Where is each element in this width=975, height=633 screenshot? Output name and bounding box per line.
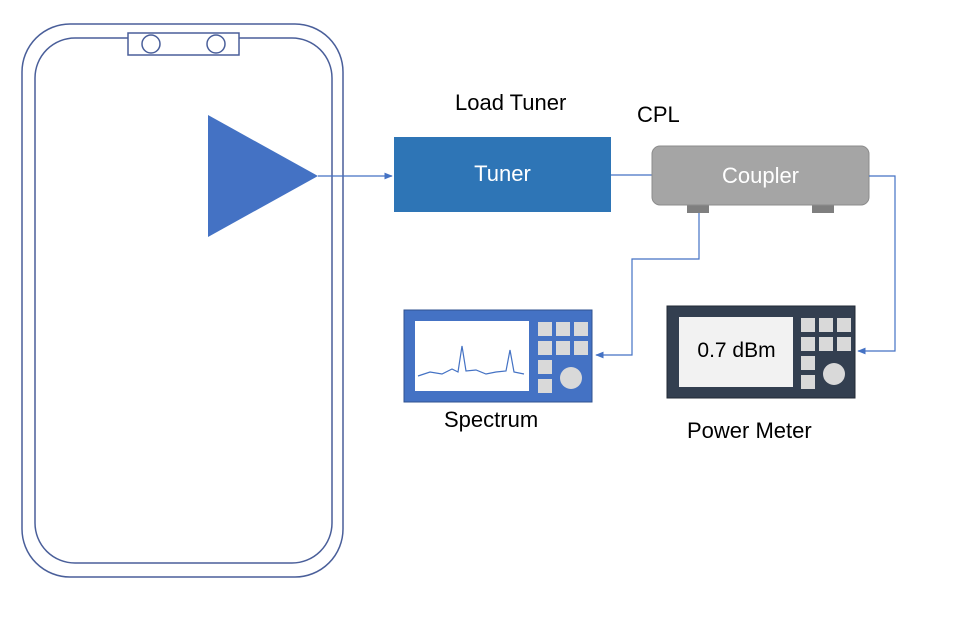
power-meter-key xyxy=(801,337,815,351)
spectrum-key xyxy=(538,322,552,336)
power-meter-key xyxy=(801,318,815,332)
phone-camera-right xyxy=(206,34,226,54)
power-meter-icon xyxy=(666,305,856,399)
wire-coupler-to-power-meter xyxy=(857,175,896,355)
power-meter-label: Power Meter xyxy=(687,418,812,443)
power-meter-key xyxy=(819,337,833,351)
power-meter-key xyxy=(801,375,815,389)
spectrum-key xyxy=(538,360,552,374)
tuner-box xyxy=(394,137,611,212)
spectrum-knob xyxy=(560,367,582,389)
phone-notch xyxy=(127,32,240,56)
phone-camera-left xyxy=(141,34,161,54)
tuner-label: Tuner xyxy=(474,161,531,186)
spectrum-screen xyxy=(415,321,529,391)
power-meter-knob xyxy=(823,363,845,385)
phone xyxy=(21,23,344,578)
spectrum-key xyxy=(574,322,588,336)
spectrum-key xyxy=(538,379,552,393)
spectrum-analyzer-icon xyxy=(403,309,593,403)
load-tuner-label: Load Tuner xyxy=(455,90,567,115)
spectrum-label: Spectrum xyxy=(444,407,539,432)
phone-outer-outline xyxy=(21,23,344,578)
power-meter-key xyxy=(801,356,815,370)
spectrum-key xyxy=(538,341,552,355)
phone-inner-outline xyxy=(34,37,333,564)
power-meter-screen xyxy=(679,317,793,387)
power-meter-key xyxy=(837,318,851,332)
cpl-label: CPL xyxy=(637,102,680,127)
wire-coupler-to-spectrum xyxy=(595,213,700,359)
power-meter-key xyxy=(837,337,851,351)
power-meter-key xyxy=(819,318,833,332)
spectrum-key xyxy=(556,341,570,355)
amplifier-icon xyxy=(208,115,318,237)
coupler xyxy=(651,145,870,213)
power-reading: 0.7 dBm xyxy=(697,339,776,362)
coupler-label: Coupler xyxy=(721,163,800,188)
spectrum-key xyxy=(556,322,570,336)
spectrum-key xyxy=(574,341,588,355)
spectrum-trace xyxy=(417,345,525,377)
coupler-port-left xyxy=(687,204,709,213)
coupler-port-right xyxy=(812,204,834,213)
